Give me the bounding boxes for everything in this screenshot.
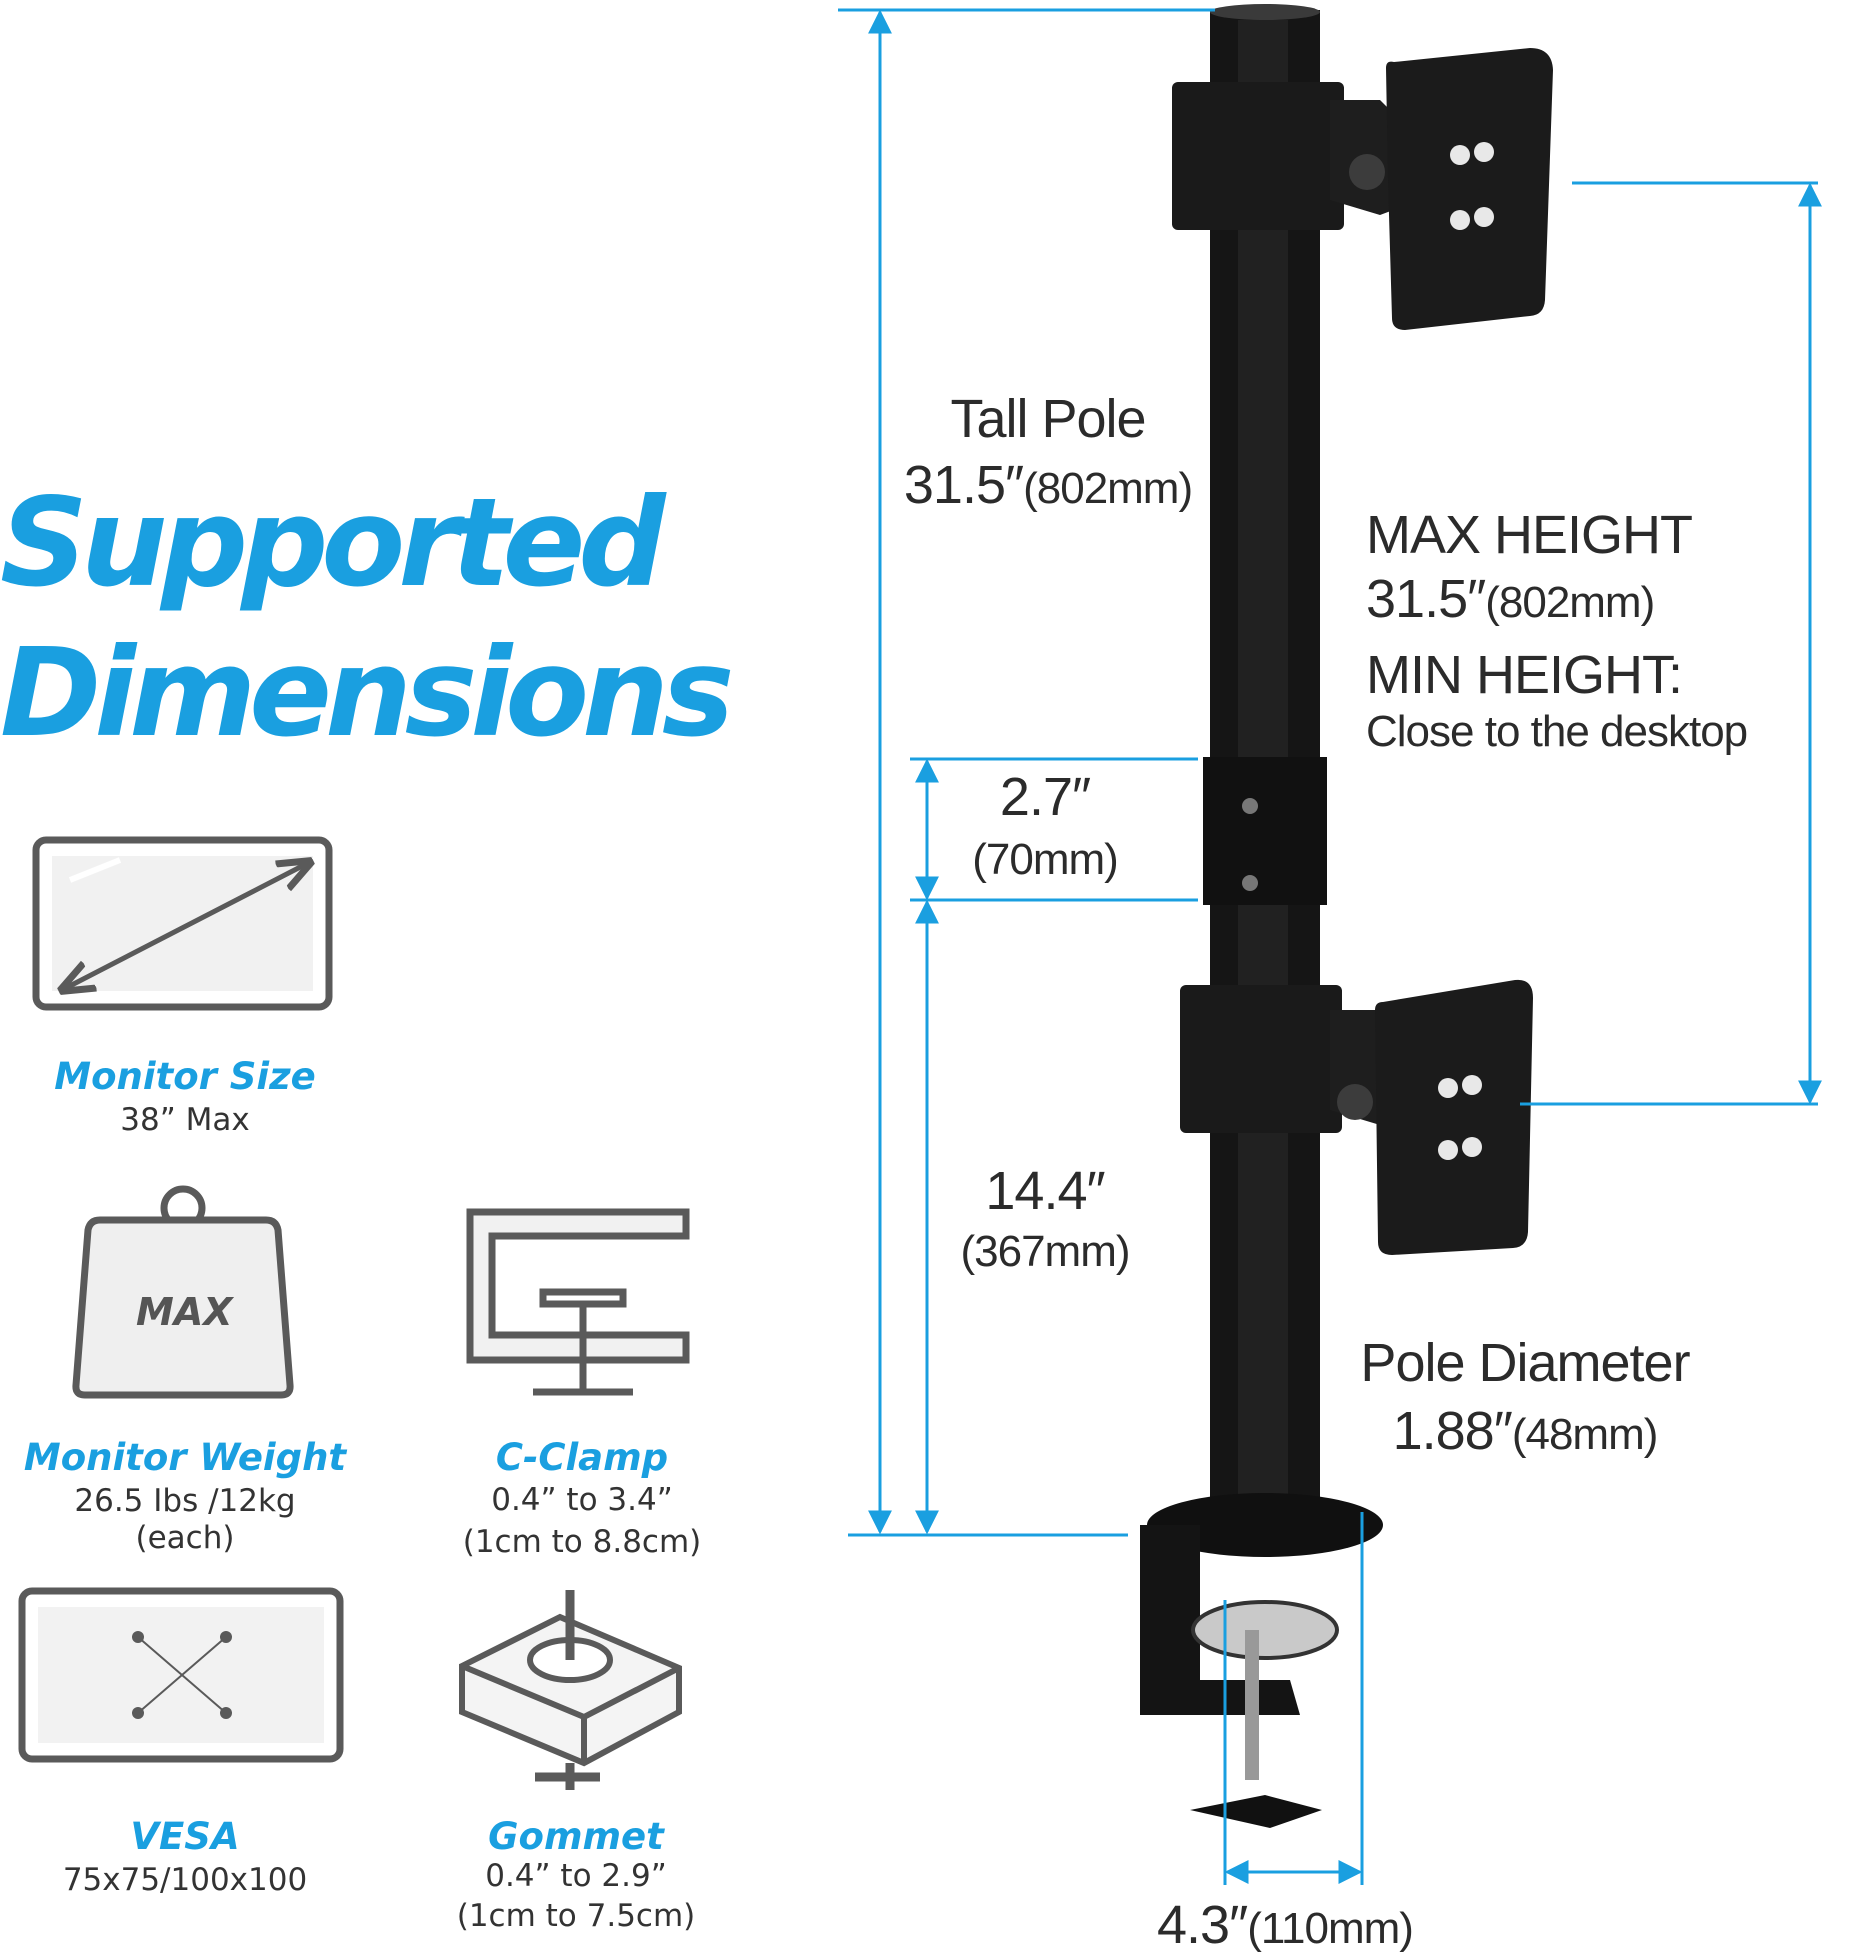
lower-mm: (367mm) [960, 1227, 1130, 1276]
tall-pole-value: 31.5″(802mm) [878, 458, 1218, 512]
monitor-mount-top-arm [1172, 48, 1553, 330]
c-clamp-icon [466, 1208, 690, 1396]
min-height-value: Close to the desktop [1366, 707, 1748, 756]
grommet-icon [459, 1590, 682, 1790]
base-width-mm: (110mm) [1247, 1904, 1414, 1953]
min-height-label: MIN HEIGHT: [1366, 645, 1683, 705]
monitor-weight-value: 26.5 Ibs /12kg [74, 1483, 296, 1519]
weight-icon-label: MAX [136, 1290, 233, 1334]
grommet-name: Gommet [488, 1815, 664, 1858]
c-clamp-range-cm: (1cm to 8.8cm) [462, 1524, 702, 1560]
base-width-inches: 4.3″ [1157, 1895, 1248, 1955]
monitor-size-name: Monitor Size [54, 1055, 316, 1098]
monitor-weight-name: Monitor Weight [23, 1436, 347, 1479]
pole-diameter-mm: (48mm) [1511, 1410, 1659, 1459]
gap-mm: (70mm) [972, 835, 1119, 884]
dimension-lines [838, 8, 1822, 1885]
pole-diameter-label: Pole Diameter [1360, 1333, 1690, 1393]
monitor-diagonal-icon [32, 836, 333, 1011]
weight-icon [72, 1185, 294, 1399]
tall-pole-inches: 31.5″ [903, 455, 1024, 515]
monitor-size-value: 38” Max [120, 1102, 250, 1138]
base-width-value: 4.3″(110mm) [1120, 1898, 1450, 1952]
pole-diameter-inches: 1.88″ [1392, 1401, 1513, 1461]
gap-inches: 2.7″ [999, 767, 1091, 827]
c-clamp-range-inches: 0.4” to 3.4” [491, 1482, 673, 1518]
vesa-value: 75x75/100x100 [62, 1862, 308, 1898]
monitor-mount-pole [1203, 4, 1327, 1530]
heading-line-2: Dimensions [0, 622, 735, 764]
max-height-inches: 31.5″ [1366, 569, 1486, 629]
monitor-mount-bottom-arm [1180, 979, 1533, 1255]
c-clamp-name: C-Clamp [495, 1436, 669, 1479]
heading-line-1: Supported [0, 472, 666, 614]
desk-clamp [1140, 1493, 1383, 1828]
grommet-range-inches: 0.4” to 2.9” [485, 1858, 667, 1894]
tall-pole-label: Tall Pole [950, 389, 1146, 449]
monitor-weight-note: (each) [135, 1520, 235, 1556]
max-height-label: MAX HEIGHT [1366, 505, 1693, 565]
grommet-range-cm: (1cm to 7.5cm) [456, 1898, 696, 1934]
tall-pole-mm: (802mm) [1023, 464, 1193, 513]
max-height-value: 31.5″(802mm) [1366, 569, 1655, 629]
lower-inches: 14.4″ [985, 1161, 1105, 1221]
vesa-name: VESA [130, 1815, 240, 1858]
vesa-pattern-icon [18, 1587, 344, 1763]
pole-diameter-value: 1.88″(48mm) [1330, 1404, 1720, 1458]
max-height-mm: (802mm) [1485, 578, 1655, 627]
